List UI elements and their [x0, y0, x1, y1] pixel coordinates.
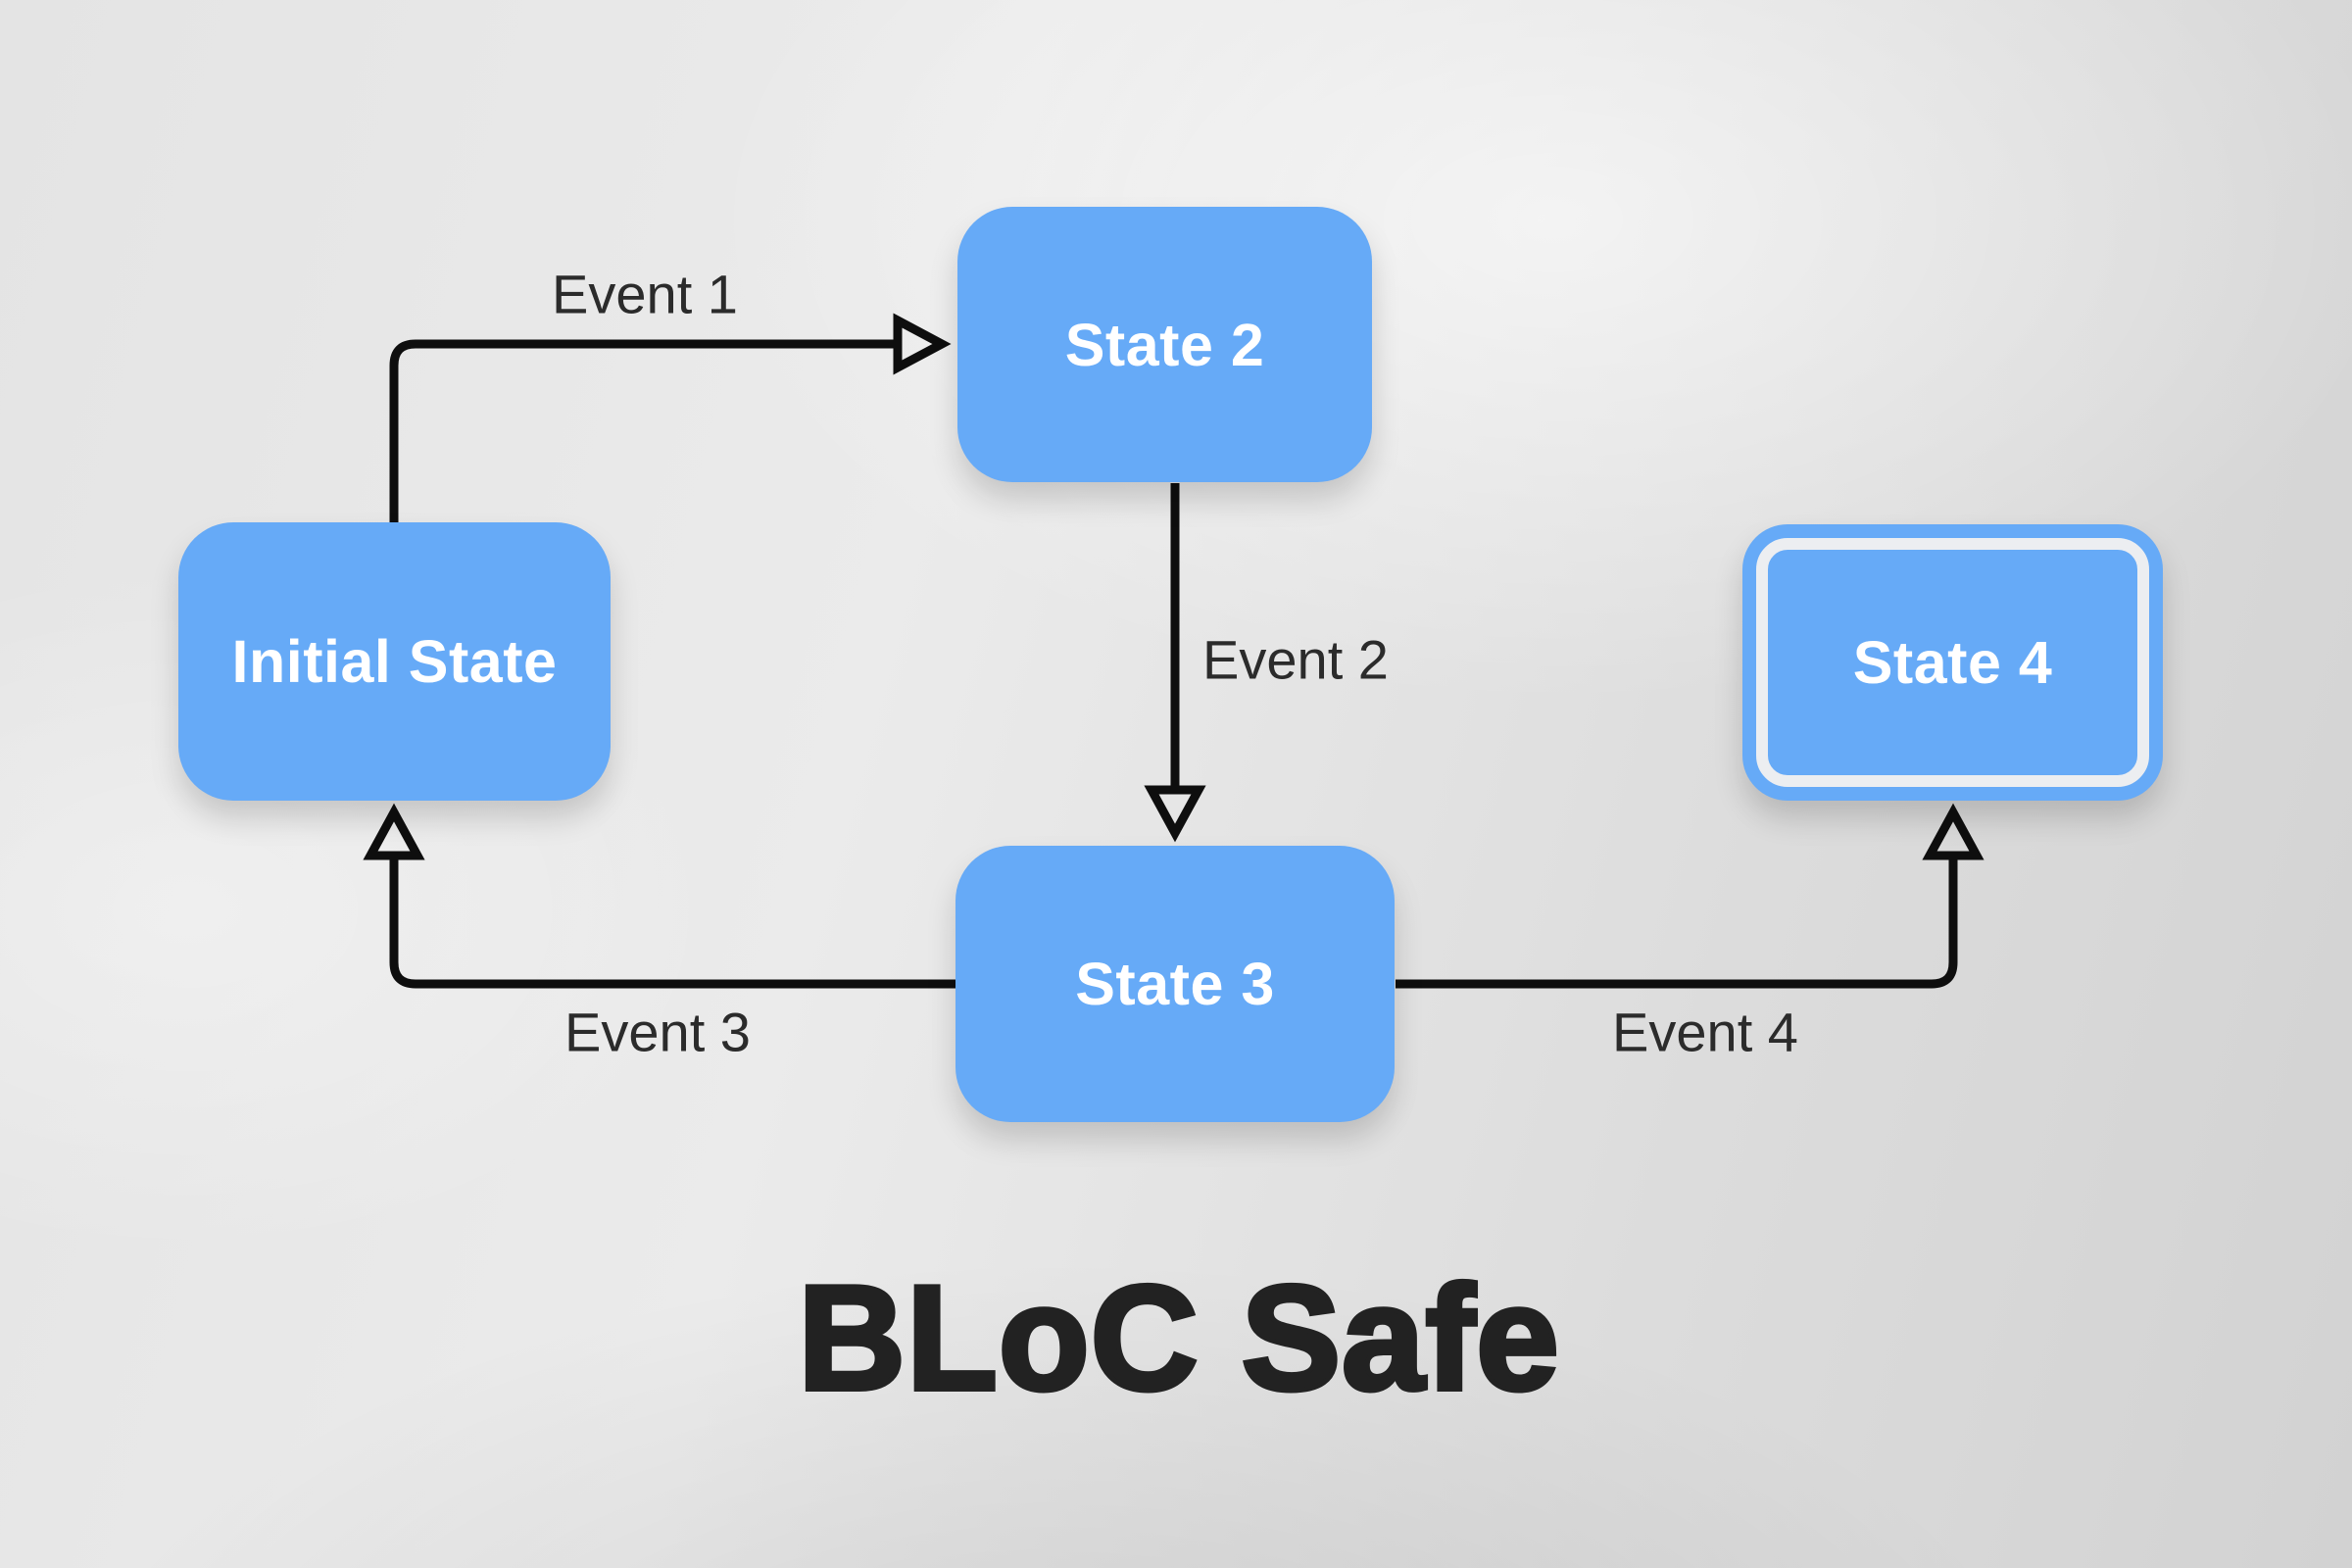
node-state-3-label: State 3	[1075, 951, 1275, 1017]
event3-line	[389, 856, 956, 989]
node-state-2-label: State 2	[1064, 311, 1265, 378]
edge-event1	[389, 313, 952, 523]
edge-label-event2: Event 2	[1202, 628, 1389, 691]
node-state-4-final: State 4	[1742, 524, 2163, 801]
event1-arrowhead-icon	[893, 313, 952, 375]
event4-arrowhead-icon	[1922, 803, 1984, 860]
event3-arrowhead-icon	[363, 803, 425, 860]
node-initial-state-label: Initial State	[231, 628, 558, 695]
node-state-4-label: State 4	[1852, 629, 2053, 696]
edge-event4	[1396, 803, 1984, 989]
event2-arrowhead-icon	[1144, 785, 1206, 843]
event4-line	[1396, 856, 1958, 989]
edge-label-event1: Event 1	[552, 263, 738, 325]
node-state-3: State 3	[956, 846, 1395, 1122]
node-initial-state: Initial State	[178, 522, 611, 801]
node-state-2: State 2	[957, 207, 1372, 482]
event1-line	[389, 339, 898, 523]
edge-event3	[363, 803, 956, 989]
edge-event2	[1144, 483, 1206, 843]
diagram-title: BLoC Safe	[796, 1252, 1562, 1424]
edge-label-event3: Event 3	[564, 1001, 751, 1063]
edge-label-event4: Event 4	[1612, 1001, 1798, 1063]
